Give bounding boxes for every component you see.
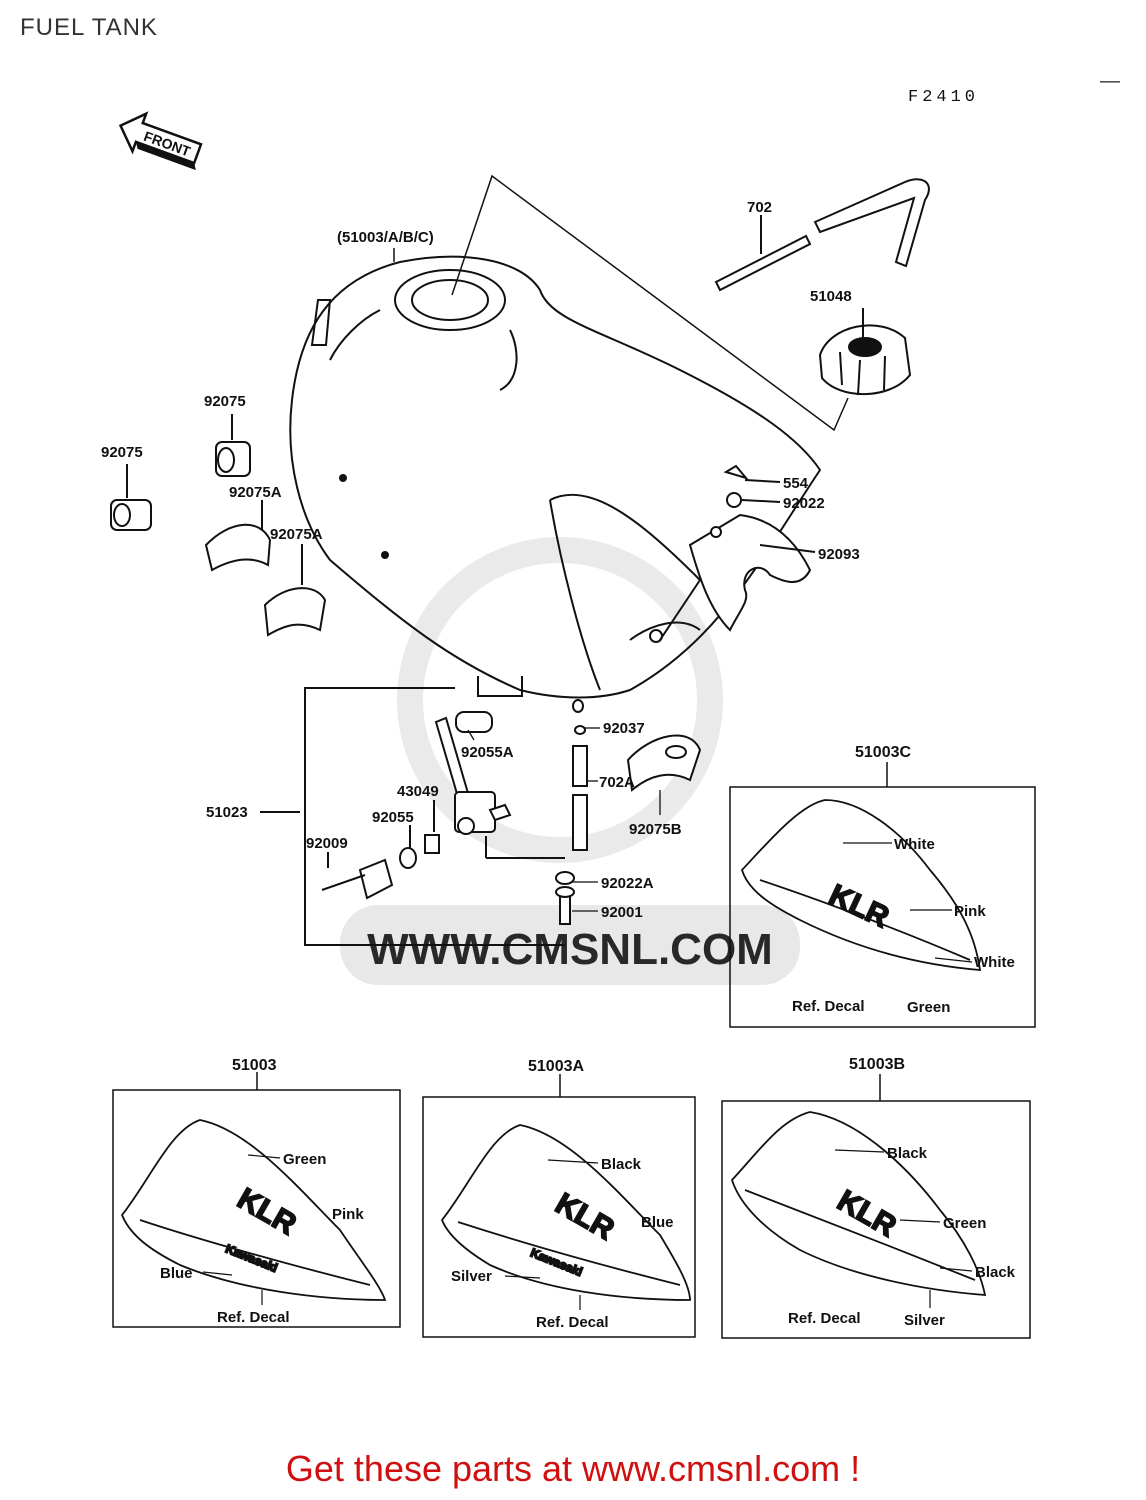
- page-title: FUEL TANK: [20, 14, 158, 41]
- variant-boxes: [112, 762, 1036, 1339]
- hose-702A: [555, 699, 702, 925]
- label-43049: 43049: [397, 783, 439, 800]
- variant-51003A-labels: 51003A Black Blue Silver Ref. Decal: [451, 1058, 674, 1331]
- color-c-white-bottom: White: [974, 954, 1015, 971]
- label-92022: 92022: [783, 495, 825, 512]
- fuel-cap-icon: [818, 308, 912, 396]
- label-92075A-a: 92075A: [229, 484, 282, 501]
- variant-code-51003C: 51003C: [855, 744, 911, 761]
- variant-code-51003: 51003: [232, 1057, 277, 1074]
- figure-code: F2410: [908, 88, 980, 107]
- hose-702: [714, 178, 930, 292]
- variant-code-51003B: 51003B: [849, 1056, 905, 1073]
- color-b-ref-decal: Ref. Decal: [788, 1310, 861, 1327]
- label-92009: 92009: [306, 835, 348, 852]
- label-92075-b: 92075: [101, 444, 143, 461]
- color-a-ref-decal: Ref. Decal: [536, 1314, 609, 1331]
- color-b-black-top: Black: [887, 1145, 928, 1162]
- variant-box-51003A: [422, 1096, 696, 1338]
- watermark-band: [340, 905, 800, 985]
- color-b-green: Green: [943, 1215, 986, 1232]
- variant-box-51003B: [721, 1100, 1031, 1339]
- label-92055: 92055: [372, 809, 414, 826]
- label-702: 702: [747, 199, 772, 216]
- color-base-blue: Blue: [160, 1265, 193, 1282]
- color-c-white-top: White: [894, 836, 935, 853]
- tank-leader-lines: [393, 174, 849, 432]
- corner-mark: —: [1100, 70, 1120, 92]
- fuel-valve-assembly: [260, 676, 565, 946]
- watermark-text: WWW.CMSNL.COM: [367, 925, 773, 974]
- variant-51003-labels: 51003 Green Pink Blue Ref. Decal: [160, 1057, 364, 1326]
- cushion-icons: [110, 414, 327, 637]
- variant-box-51003C: [729, 786, 1036, 1028]
- decal-tank-icons: KLR KLR Kawasaki KLR Kawasaki KLR: [120, 799, 987, 1301]
- front-arrow-icon: FRONT: [118, 111, 203, 171]
- color-base-ref-decal: Ref. Decal: [217, 1309, 290, 1326]
- label-92075-a: 92075: [204, 393, 246, 410]
- color-a-blue: Blue: [641, 1214, 674, 1231]
- part-labels: (51003/A/B/C) 702 51048 92075 92075 9207…: [101, 199, 860, 921]
- label-92022A: 92022A: [601, 875, 654, 892]
- variant-code-51003A: 51003A: [528, 1058, 584, 1075]
- label-92001: 92001: [601, 904, 643, 921]
- fuel-tank: [289, 255, 822, 699]
- color-a-black: Black: [601, 1156, 642, 1173]
- label-92093: 92093: [818, 546, 860, 563]
- color-base-pink: Pink: [332, 1206, 364, 1223]
- label-51023: 51023: [206, 804, 248, 821]
- color-c-pink: Pink: [954, 903, 986, 920]
- label-702A: 702A: [599, 774, 635, 791]
- label-leaders: [467, 727, 661, 912]
- color-base-green: Green: [283, 1151, 326, 1168]
- label-tank-group: (51003/A/B/C): [337, 229, 434, 246]
- parts-diagram: WWW.CMSNL.COM FRONT: [101, 111, 1036, 1339]
- label-51048: 51048: [810, 288, 852, 305]
- label-92075B: 92075B: [629, 821, 682, 838]
- color-c-green: Green: [907, 999, 950, 1016]
- color-a-silver: Silver: [451, 1268, 492, 1285]
- label-92075A-b: 92075A: [270, 526, 323, 543]
- color-c-ref-decal: Ref. Decal: [792, 998, 865, 1015]
- variant-51003C-labels: 51003C White Pink White Green Ref. Decal: [792, 744, 1015, 1016]
- label-92037: 92037: [603, 720, 645, 737]
- bracket-92093: [659, 464, 816, 641]
- footer-link-text[interactable]: Get these parts at www.cmsnl.com !: [285, 1448, 861, 1489]
- color-b-black-bottom: Black: [975, 1264, 1016, 1281]
- label-554: 554: [783, 475, 809, 492]
- color-b-silver: Silver: [904, 1312, 945, 1329]
- variant-51003B-labels: 51003B Black Green Black Silver Ref. Dec…: [788, 1056, 1016, 1329]
- label-92055A: 92055A: [461, 744, 514, 761]
